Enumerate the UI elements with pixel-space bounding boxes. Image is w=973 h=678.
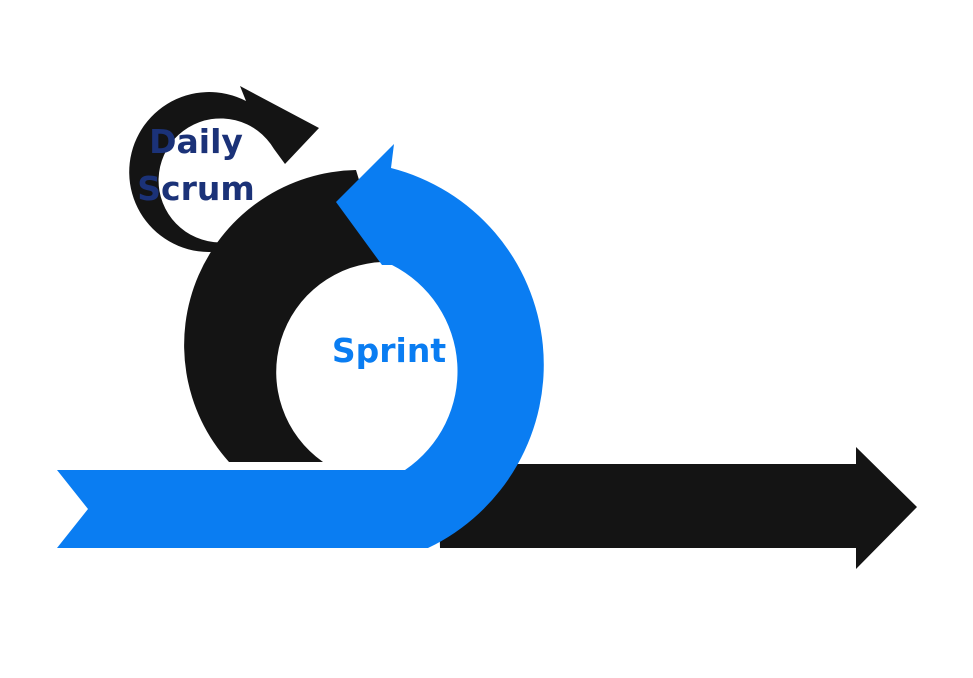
daily-scrum-label: Daily Scrum <box>120 118 272 212</box>
daily-scrum-loop-icon <box>129 86 319 253</box>
sprint-loop-black-segment <box>184 170 384 462</box>
daily-scrum-label-line1: Daily <box>149 122 243 161</box>
product-progress-arrow-icon <box>438 447 917 569</box>
daily-scrum-label-line2: Scrum <box>137 169 255 208</box>
sprint-loop-blue-segment <box>57 144 544 548</box>
sprint-label: Sprint <box>331 331 447 370</box>
